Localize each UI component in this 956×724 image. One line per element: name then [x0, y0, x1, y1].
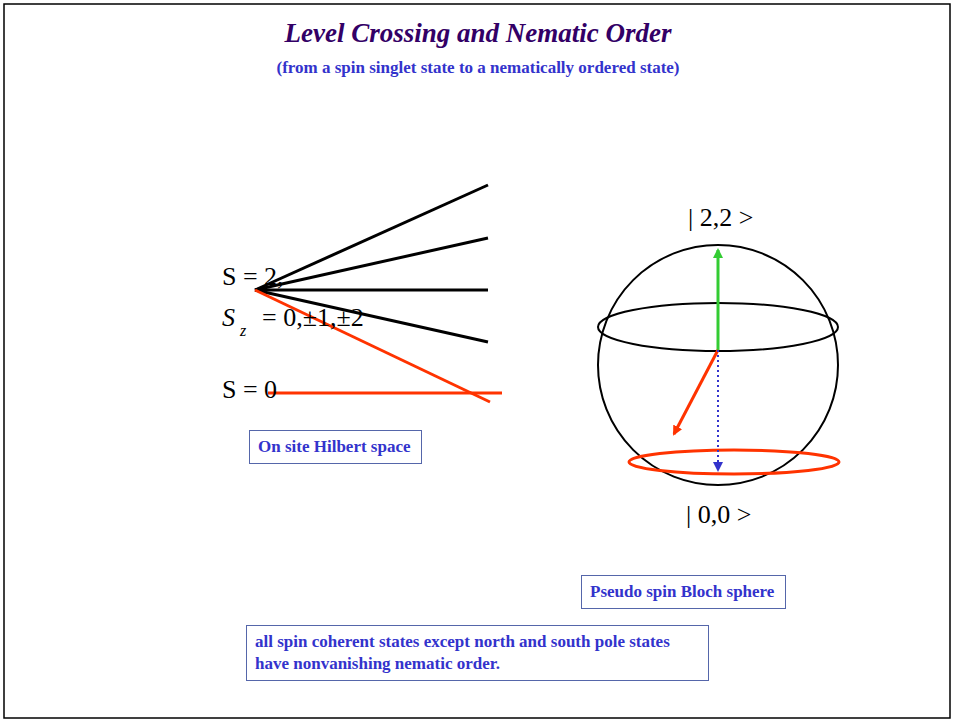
note-box: On site Hilbert space [249, 430, 422, 464]
spin-label: S = 0 [222, 375, 277, 405]
box-text: all spin coherent states except north an… [255, 631, 700, 675]
box-text: On site Hilbert space [258, 436, 413, 458]
slide-frame [4, 4, 950, 718]
level-fan [255, 185, 502, 402]
state-ket: | 0,0 > [686, 500, 751, 530]
state-ket: | 2,2 > [688, 203, 753, 233]
spin-label: S [222, 303, 235, 333]
note-box: all spin coherent states except north an… [246, 625, 709, 681]
spin-label: = 0,±1,±2 [262, 303, 364, 333]
subtitle: (from a spin singlet state to a nematica… [276, 58, 679, 78]
box-text: Pseudo spin Bloch sphere [590, 581, 777, 603]
note-box: Pseudo spin Bloch sphere [581, 575, 786, 609]
slide-title: Level Crossing and Nematic Order [285, 18, 672, 49]
subscript: z [240, 322, 246, 340]
bloch-sphere [598, 245, 839, 485]
spin-label: S = 2, [222, 262, 284, 292]
